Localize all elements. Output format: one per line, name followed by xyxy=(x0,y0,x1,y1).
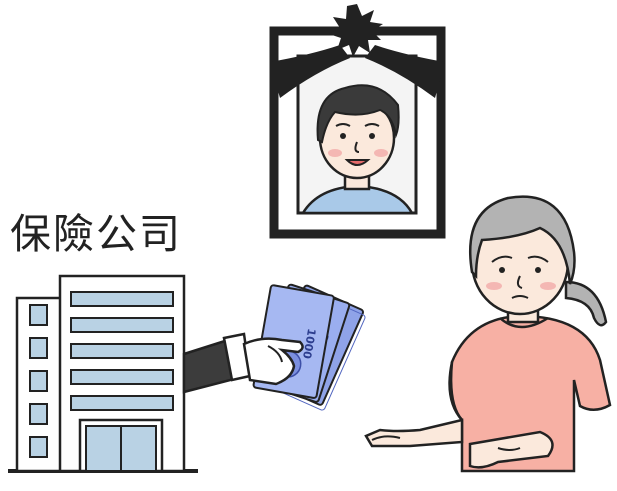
elderly-mother xyxy=(364,195,612,473)
insurer-arm xyxy=(182,332,252,394)
office-building-icon xyxy=(8,274,198,473)
insurance-company-label: 保險公司 xyxy=(10,210,182,258)
banknote-denomination: 1000 xyxy=(300,327,318,360)
mourning-ribbon-icon xyxy=(270,4,445,98)
memorial-portrait-icon xyxy=(269,4,446,239)
son-portrait xyxy=(300,84,415,215)
insurer-hand xyxy=(242,337,304,386)
